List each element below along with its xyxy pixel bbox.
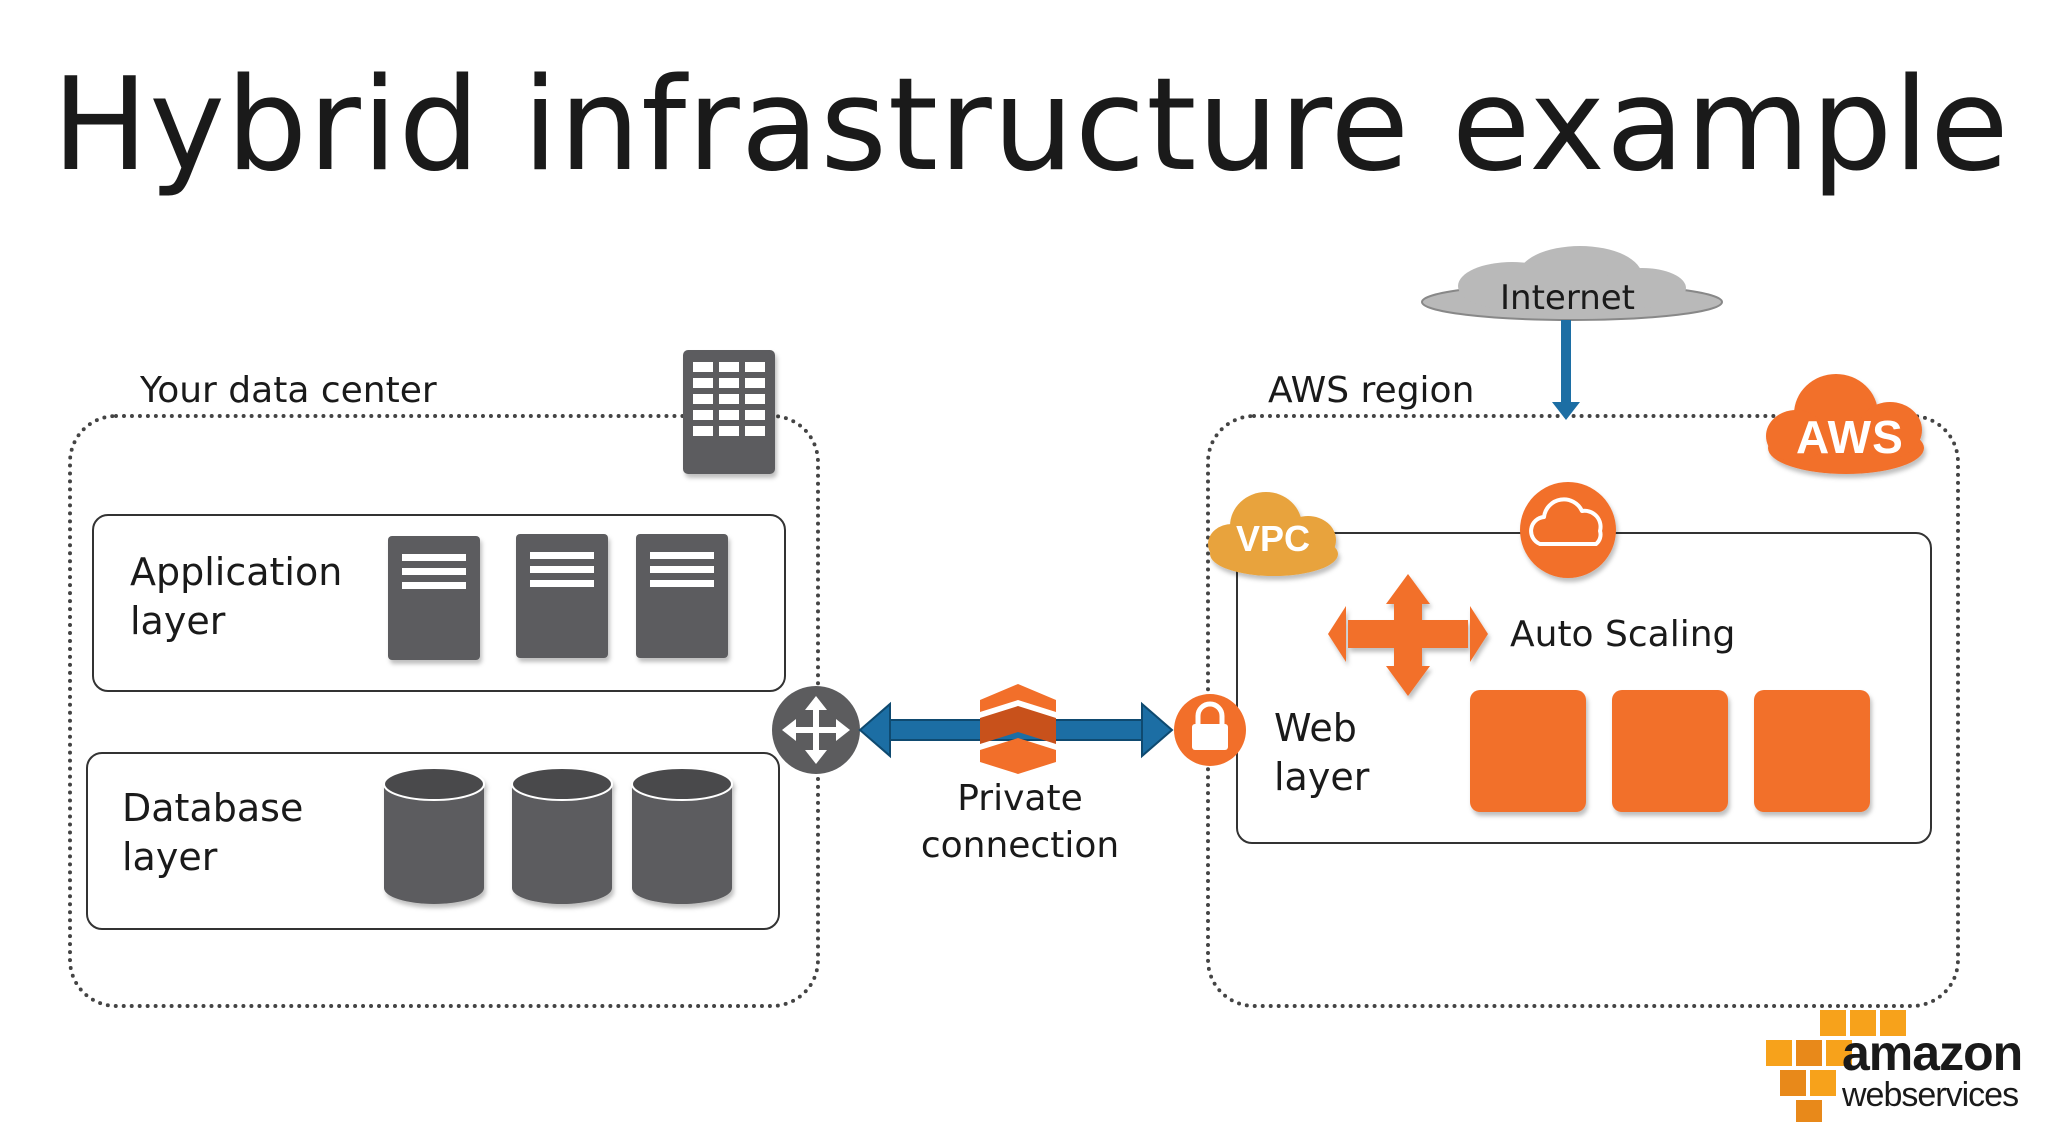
amazon-logo-text: amazon <box>1842 1025 2023 1081</box>
database-icon <box>383 767 485 904</box>
database-icon <box>511 767 613 904</box>
direct-connect-icon <box>980 684 1056 774</box>
instance-icon <box>1612 690 1728 812</box>
web-layer-label: Web layer <box>1274 706 1370 800</box>
cloud-service-icon <box>1520 482 1616 578</box>
internet-cloud-icon <box>1421 246 1723 321</box>
page-title: Hybrid infrastructure example <box>52 51 2010 200</box>
aws-region-label: AWS region <box>1268 370 1475 411</box>
instance-icon <box>1754 690 1870 812</box>
instance-icon <box>1470 690 1586 812</box>
data-center-label: Your data center <box>140 370 437 411</box>
private-connection-label: Private connection <box>920 778 1120 866</box>
router-icon <box>772 686 860 774</box>
auto-scaling-icon <box>1328 574 1488 696</box>
application-layer-label: Application layer <box>130 550 343 644</box>
aws-cloud-icon <box>1766 374 1924 474</box>
lock-icon <box>1174 694 1246 766</box>
database-icon <box>631 767 733 904</box>
vpc-badge-label: VPC <box>1235 518 1311 559</box>
aws-badge-label: AWS <box>1796 411 1904 463</box>
server-icon <box>388 536 480 660</box>
database-layer-label: Database layer <box>122 786 304 880</box>
webservices-logo-text: webservices <box>1842 1076 2019 1114</box>
internet-arrow <box>1552 320 1580 420</box>
auto-scaling-label: Auto Scaling <box>1510 614 1736 655</box>
building-icon <box>683 350 775 474</box>
internet-label: Internet <box>1500 278 1636 318</box>
server-icon <box>636 534 728 658</box>
amazon-cubes-icon <box>1766 1010 1906 1122</box>
server-icon <box>516 534 608 658</box>
vpc-cloud-icon <box>1208 492 1338 576</box>
